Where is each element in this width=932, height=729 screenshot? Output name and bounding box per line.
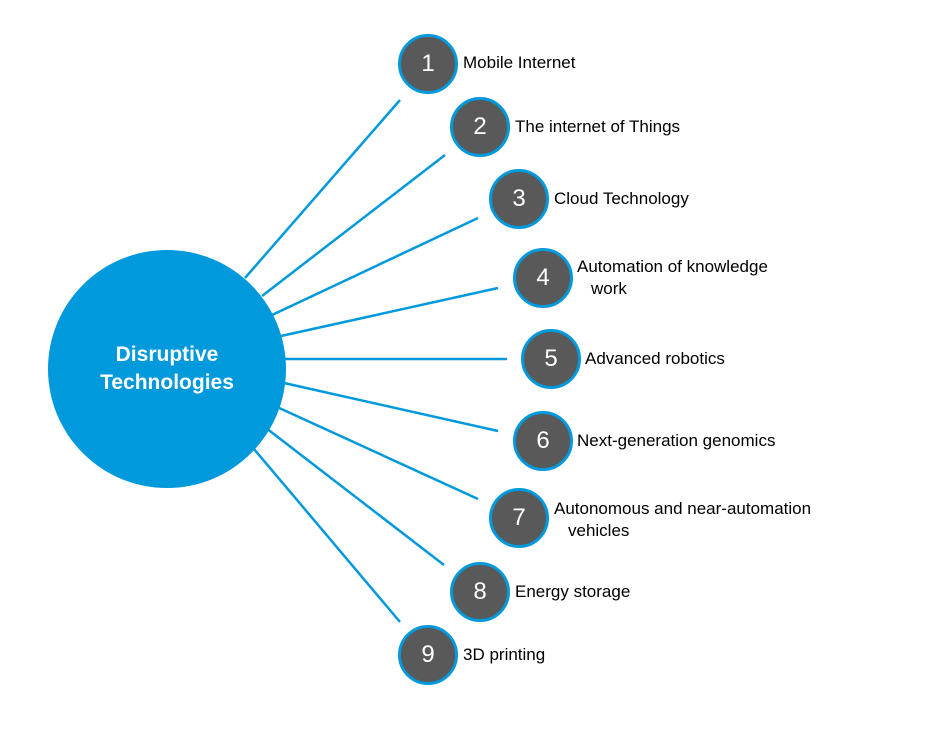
node-label-6: Next-generation genomics	[577, 430, 775, 452]
connector-line-8	[265, 427, 445, 566]
node-label-4: Automation of knowledge work	[577, 256, 768, 300]
node-label-line1: Mobile Internet	[463, 53, 576, 72]
node-label-5: Advanced robotics	[585, 348, 725, 370]
node-label-line1: Automation of knowledge	[577, 257, 768, 276]
node-circle-1: 1	[398, 34, 458, 94]
node-number: 1	[421, 50, 435, 77]
connector-line-6	[283, 381, 499, 433]
node-number: 3	[512, 185, 526, 212]
node-number: 2	[473, 113, 487, 140]
node-label-2: The internet of Things	[515, 116, 680, 138]
node-label-3: Cloud Technology	[554, 188, 689, 210]
node-circle-7: 7	[489, 488, 549, 548]
node-number: 4	[536, 264, 550, 291]
node-number: 6	[536, 427, 550, 454]
connector-line-4	[280, 286, 499, 338]
node-label-7: Autonomous and near-automation vehicles	[554, 498, 811, 542]
hub-label: Disruptive Technologies	[100, 343, 234, 394]
node-label-line1: Advanced robotics	[585, 349, 725, 368]
node-label-1: Mobile Internet	[463, 52, 575, 74]
node-number: 7	[512, 504, 526, 531]
hub-circle: Disruptive Technologies	[48, 250, 286, 488]
node-label-line2: work	[591, 279, 627, 298]
connector-line-3	[271, 216, 479, 317]
node-circle-8: 8	[450, 562, 510, 622]
node-circle-2: 2	[450, 97, 510, 157]
node-number: 9	[421, 641, 435, 668]
node-circle-4: 4	[513, 248, 573, 308]
node-label-8: Energy storage	[515, 581, 630, 603]
node-label-line1: Energy storage	[515, 582, 631, 601]
connector-line-9	[253, 448, 401, 623]
node-number: 5	[544, 345, 558, 372]
node-circle-6: 6	[513, 411, 573, 471]
node-circle-5: 5	[521, 329, 581, 389]
node-label-line2: vehicles	[568, 521, 630, 540]
node-label-line1: Autonomous and near-automation	[554, 499, 812, 518]
node-number: 8	[473, 578, 487, 605]
node-label-line1: Cloud Technology	[554, 189, 689, 208]
node-label-9: 3D printing	[463, 644, 545, 666]
connector-line-2	[261, 154, 446, 297]
node-label-line1: Next-generation genomics	[577, 431, 776, 450]
node-circle-9: 9	[398, 625, 458, 685]
node-label-line1: The internet of Things	[515, 117, 681, 136]
node-circle-3: 3	[489, 169, 549, 229]
node-label-line1: 3D printing	[463, 645, 546, 664]
connector-line-1	[244, 99, 401, 279]
connector-line-7	[276, 405, 479, 501]
